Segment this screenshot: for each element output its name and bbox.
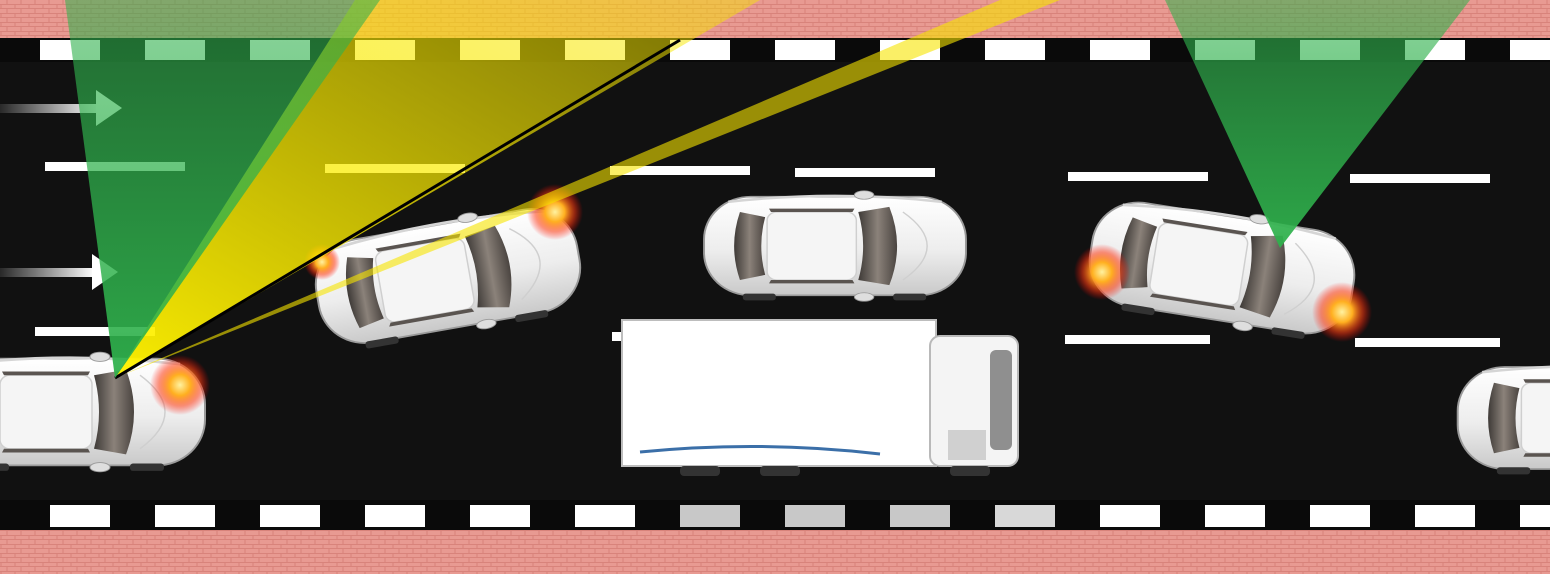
indicator-light <box>150 355 210 415</box>
curb-bottom <box>0 500 1550 530</box>
box-truck <box>622 320 1018 476</box>
indicator-light <box>1074 244 1130 300</box>
sidewalk-bottom <box>0 528 1550 574</box>
car-lane-2-center <box>704 191 966 302</box>
indicator-light <box>1312 282 1372 342</box>
